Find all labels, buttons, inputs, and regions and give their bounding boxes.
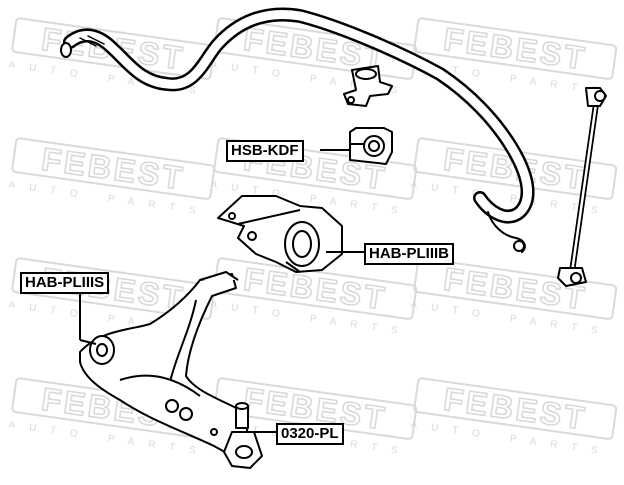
callout-0320-pl: 0320-PL [276, 423, 344, 445]
bar-end-right [513, 240, 525, 252]
arm-bracket [217, 195, 343, 273]
ball-joint [223, 402, 263, 469]
lower-control-arm [79, 271, 251, 457]
callout-hsb-kdf: HSB-KDF [226, 140, 304, 162]
leader-lines [79, 149, 364, 433]
bar-end-left [60, 42, 72, 58]
bushing-bracket [343, 65, 393, 107]
stabilizer-bushing [349, 127, 393, 165]
callout-hab-pliiib: HAB-PLIIIB [364, 243, 454, 265]
stabilizer-bar [60, 7, 535, 253]
stabilizer-link [557, 87, 607, 287]
callout-hab-pliiis: HAB-PLIIIS [20, 272, 110, 294]
